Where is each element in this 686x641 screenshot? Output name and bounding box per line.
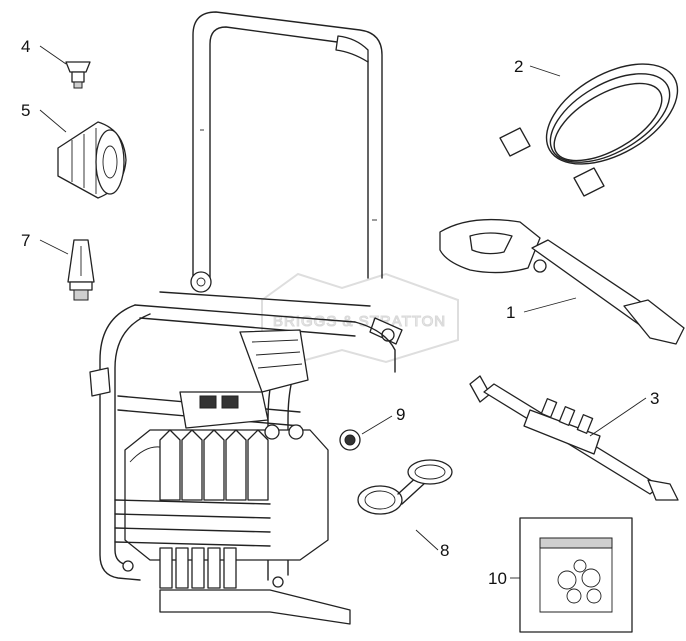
part-7-soap-nozzle [67,239,95,301]
part-3-wand [469,375,679,501]
frame-clip-left [89,367,111,397]
callout-9: 9 [396,405,405,424]
part-4-nozzle-tip [65,61,91,89]
callout-10: 10 [488,569,507,588]
callout-5: 5 [21,101,30,120]
part-9-plug [339,429,361,451]
part-2-hose [499,63,679,197]
left-handle-knob [190,271,212,293]
bottom-fins [159,547,237,589]
callout-3: 3 [650,389,659,408]
callout-4: 4 [21,37,30,56]
callout-7: 7 [21,231,30,250]
leader-lines [39,45,647,579]
pressure-washer-unit [89,11,403,625]
part-5-quick-connect-nozzle [57,121,127,199]
part-10-kit [519,517,633,633]
part-8-cap [357,459,453,515]
callout-8: 8 [440,541,449,560]
rear-bracket [239,329,309,393]
part-1-spray-gun [439,218,685,345]
callouts: 4 5 7 2 1 3 9 8 10 [21,37,659,588]
handle-grip [335,35,369,63]
cooling-fins [159,429,269,501]
callout-1: 1 [506,303,515,322]
watermark-text: BRIGGS & STRATTON [273,313,446,330]
callout-2: 2 [514,57,523,76]
base-plate [159,589,351,625]
